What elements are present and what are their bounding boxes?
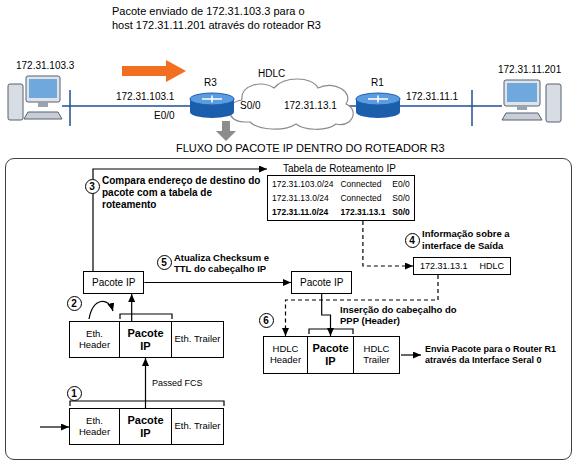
pc-tower: [546, 84, 561, 122]
table-cell: Connected: [340, 191, 385, 205]
ip-address: 172.31.13.1: [284, 100, 337, 112]
flow-connector: [145, 358, 146, 408]
cell-text: Eth. Header: [72, 416, 117, 438]
frame-cell: Pacote IP: [307, 336, 354, 374]
cell-text: HDLC Trailer: [356, 344, 397, 366]
input-arrow: [40, 426, 69, 427]
output-arrow: [401, 354, 421, 355]
router-name: R1: [371, 77, 384, 89]
router-icon: [190, 93, 234, 118]
table-grid: 172.31.103.0/24ConnectedE0/0172.31.13.0/…: [267, 175, 415, 221]
frame-bracket: [120, 314, 172, 319]
box-text: 172.31.13.1: [420, 261, 468, 271]
frame-cell: Pacote IP: [119, 408, 172, 445]
lan-wire: [400, 105, 502, 107]
link-protocol: HDLC: [258, 68, 285, 80]
packet-box: Pacote IP: [83, 271, 144, 294]
direction-arrow: [122, 60, 186, 82]
frame-cell: HDLC Header: [263, 336, 308, 374]
routing-table: Tabela de Roteamento IP172.31.103.0/24Co…: [267, 163, 415, 221]
table-cell: 172.31.13.1: [340, 205, 385, 219]
router-arrows: [368, 96, 388, 103]
pc-monitor: [26, 76, 60, 102]
pc-screen: [507, 83, 537, 102]
lan-segment: [471, 90, 473, 126]
frame-cell: Eth. Header: [69, 321, 120, 358]
ip-address: 172.31.103.1: [116, 91, 174, 103]
lan-segment: [69, 90, 71, 126]
zoom-arrow: [216, 121, 236, 141]
table-cell: 172.31.13.0/24: [272, 191, 333, 205]
callout-number: 2: [67, 296, 82, 311]
packet-box: Pacote IP: [291, 271, 352, 294]
step-note: Passed FCS: [152, 378, 203, 389]
cell-text: Eth. Trailer: [175, 421, 221, 432]
box-text: HDLC: [480, 261, 505, 271]
cell-text: HDLC Header: [266, 344, 305, 366]
pc-screen: [29, 79, 57, 98]
pc-keyboard: [502, 113, 542, 120]
table-cell: S0/0: [392, 191, 410, 205]
flow-panel: Tabela de Roteamento IP172.31.103.0/24Co…: [5, 158, 572, 460]
ip-address: 172.31.11.1: [406, 91, 458, 103]
pc-icon: [502, 80, 561, 122]
pc-stand: [38, 102, 48, 107]
step-note: Envia Pacote para o Router R1 através da…: [425, 344, 563, 366]
lan-wire: [62, 105, 190, 107]
cell-text: Eth. Header: [72, 329, 117, 351]
panel-heading: FLUXO DO PACOTE IP DENTRO DO ROTEADOR R3: [176, 142, 445, 155]
ip-address: 172.31.103.3: [16, 60, 74, 72]
router-icon: [356, 93, 400, 118]
router-arrows: [202, 96, 222, 103]
pc-stand: [517, 106, 527, 110]
frame-cell: Eth. Trailer: [171, 321, 224, 358]
pc-monitor: [504, 80, 540, 106]
table-cell: 172.31.103.0/24: [272, 177, 333, 191]
callout-number: 4: [405, 233, 420, 248]
flow-connector: [144, 282, 291, 283]
table-cell: S0/0: [392, 205, 410, 219]
cell-text: Eth. Trailer: [175, 334, 221, 345]
frame-cell: HDLC Trailer: [353, 336, 400, 374]
cell-text: Pacote IP: [122, 327, 169, 352]
cell-text: Pacote IP: [310, 342, 351, 367]
strip-header-arc: [89, 301, 113, 319]
frame-bracket: [70, 401, 224, 406]
step-note: Inserção do cabeçalho do PPP (Header): [340, 304, 464, 326]
table-title: Tabela de Roteamento IP: [267, 163, 415, 175]
frame-cell: Eth. Trailer: [171, 408, 224, 445]
caption-note: Pacote enviado de 172.31.103.3 para o ho…: [112, 4, 327, 32]
interface-name: S0/0: [240, 100, 261, 112]
ip-address: 172.31.11.201: [498, 64, 561, 76]
pc-icon: [8, 76, 62, 120]
interface-box: 172.31.13.1 HDLC: [413, 257, 511, 275]
callout-number: 3: [85, 179, 100, 194]
pc-tower: [8, 84, 23, 120]
pc-keyboard: [24, 112, 62, 119]
cell-text: Pacote IP: [122, 414, 169, 439]
callout-number: 6: [259, 313, 274, 328]
flow-connector: [131, 294, 132, 321]
table-cell: E0/0: [392, 177, 410, 191]
table-cell: 172.31.11.0/24: [272, 205, 333, 219]
router-top: [190, 93, 234, 105]
frame-cell: Eth. Header: [69, 408, 120, 445]
interface-name: E0/0: [154, 110, 175, 122]
callout-number: 5: [157, 255, 172, 270]
box-text: Pacote IP: [300, 277, 343, 288]
step-note: Compara endereço de destino do pacote co…: [102, 175, 266, 211]
router-name: R3: [204, 77, 217, 89]
step-note: Atualiza Checksum e TTL do cabeçalho IP: [174, 252, 280, 274]
wan-cloud: [229, 79, 353, 129]
table-cell: Connected: [340, 177, 385, 191]
callout-number: 1: [67, 386, 82, 401]
frame-cell: Pacote IP: [119, 321, 172, 358]
step-note: Informação sobre a interface de Saída: [422, 228, 522, 251]
router-top: [356, 93, 400, 105]
box-text: Pacote IP: [92, 277, 135, 288]
